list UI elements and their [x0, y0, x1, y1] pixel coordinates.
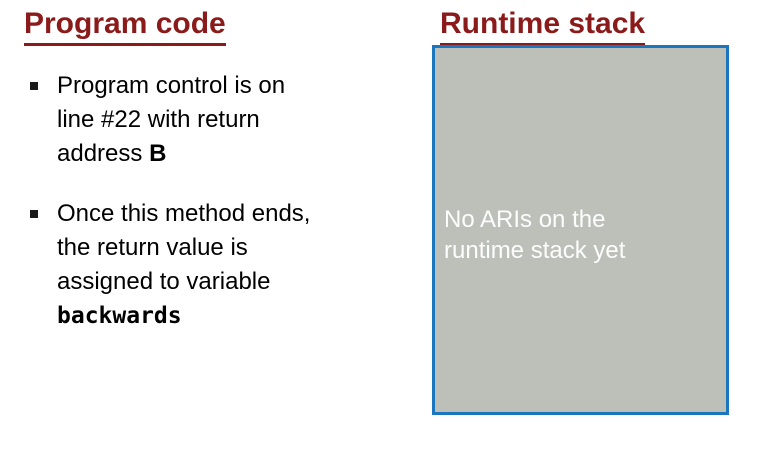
- bullet-item-2: Once this method ends, the return value …: [30, 197, 415, 333]
- bullet-1-line-1: Program control is on: [57, 72, 286, 99]
- bullet-1-line-2: line #22 with return: [57, 106, 260, 133]
- stack-empty-label-line-2: runtime stack yet: [444, 237, 626, 264]
- bullet-2-line-1: Once this method ends,: [57, 200, 311, 227]
- runtime-stack-heading: Runtime stack: [440, 6, 646, 46]
- bullet-1-line-3: address B: [57, 137, 285, 171]
- stack-empty-label-line-1: No ARIs on the: [444, 206, 606, 233]
- bullet-2-text: Once this method ends, the return value …: [57, 197, 310, 333]
- return-address-b: B: [149, 140, 167, 167]
- bullet-1-line-3-prefix: address: [57, 140, 150, 167]
- bullet-2-line-2: the return value is: [57, 234, 248, 261]
- variable-name-backwards: backwards: [57, 303, 182, 329]
- bullet-1-text: Program control is on line #22 with retu…: [57, 69, 285, 171]
- program-code-heading: Program code: [24, 6, 226, 46]
- bullet-2-line-3: assigned to variable: [57, 268, 271, 295]
- runtime-stack-box: No ARIs on the runtime stack yet: [432, 45, 729, 415]
- bullet-square-icon: [30, 210, 38, 218]
- bullet-square-icon: [30, 82, 38, 90]
- stack-empty-label: No ARIs on the runtime stack yet: [435, 204, 726, 266]
- bullet-item-1: Program control is on line #22 with retu…: [30, 69, 415, 171]
- bullet-list: Program control is on line #22 with retu…: [30, 69, 415, 359]
